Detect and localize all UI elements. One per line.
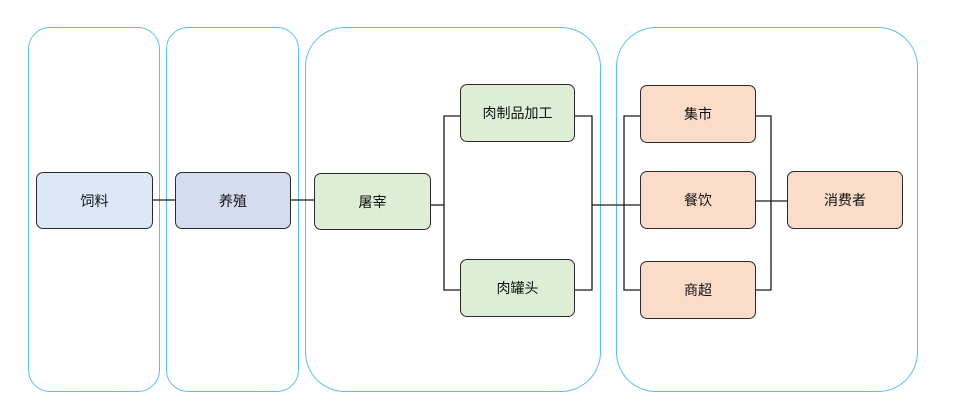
node-meat-processing[interactable]: 肉制品加工 bbox=[460, 84, 575, 142]
node-breeding[interactable]: 养殖 bbox=[175, 172, 291, 229]
edge-processing-bracket bbox=[443, 115, 461, 291]
group-feed bbox=[28, 27, 160, 392]
group-processing bbox=[305, 27, 601, 392]
node-catering[interactable]: 餐饮 bbox=[640, 171, 756, 229]
group-sales bbox=[616, 27, 918, 392]
group-breeding bbox=[166, 27, 299, 392]
node-market[interactable]: 集市 bbox=[640, 85, 756, 143]
node-feed[interactable]: 饲料 bbox=[36, 172, 153, 229]
edge-sales-split bbox=[623, 115, 641, 291]
node-canned-meat[interactable]: 肉罐头 bbox=[460, 259, 575, 317]
node-slaughter[interactable]: 屠宰 bbox=[314, 173, 431, 230]
edge-sales-merge bbox=[755, 115, 772, 291]
edge-processing-merge bbox=[574, 115, 593, 291]
node-consumer[interactable]: 消费者 bbox=[787, 171, 903, 229]
node-supermarket[interactable]: 商超 bbox=[640, 261, 756, 319]
